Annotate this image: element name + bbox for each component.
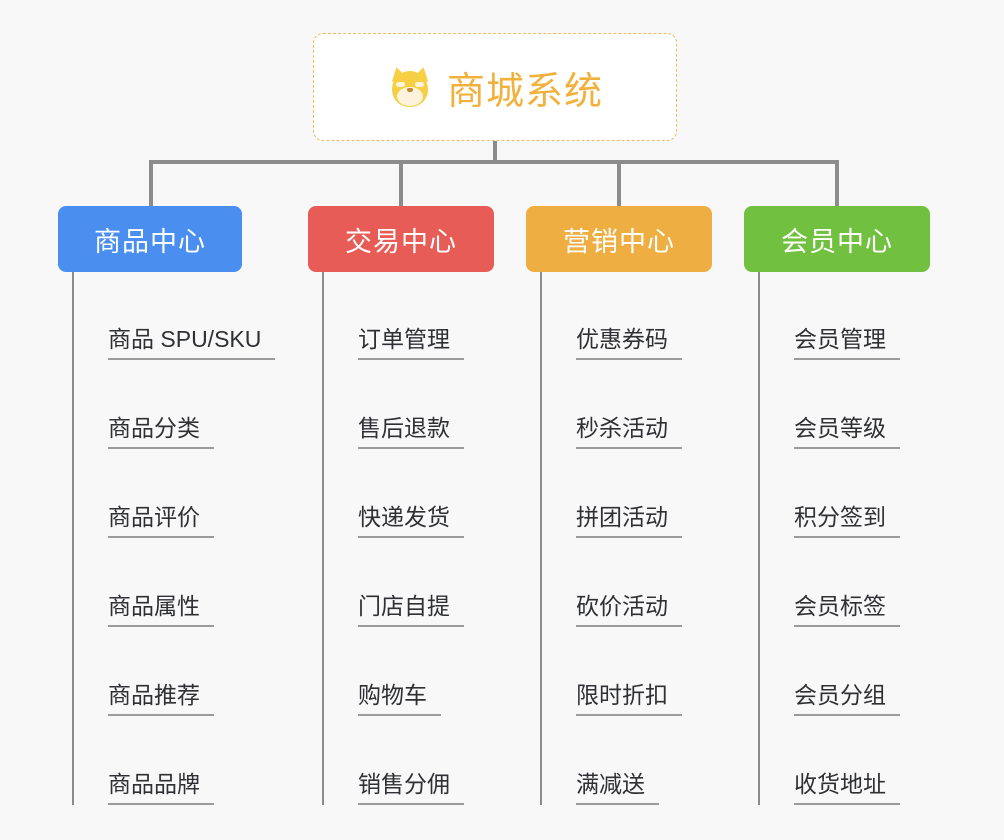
list-item-label: 售后退款 <box>358 415 464 449</box>
branch-member-center: 会员管理 会员等级 积分签到 会员标签 会员分组 收货地址 <box>758 272 956 805</box>
category-column-marketing-center: 营销中心 优惠券码 秒杀活动 拼团活动 砍价活动 限时折扣 <box>526 206 736 805</box>
list-item-label: 会员等级 <box>794 415 900 449</box>
list-item-label: 快递发货 <box>358 504 464 538</box>
root-node[interactable]: 商城系统 <box>313 33 677 141</box>
list-item-label: 门店自提 <box>358 593 464 627</box>
list-item[interactable]: 购物车 <box>324 627 526 716</box>
connector-drop-member-center <box>835 160 839 206</box>
connector-horizontal-bus <box>149 160 837 164</box>
list-item-label: 收货地址 <box>794 771 900 805</box>
list-item[interactable]: 会员标签 <box>760 538 956 627</box>
root-title: 商城系统 <box>446 70 603 113</box>
list-item[interactable]: 限时折扣 <box>542 627 736 716</box>
list-item-label: 秒杀活动 <box>576 415 682 449</box>
list-item-label: 砍价活动 <box>576 593 682 627</box>
branch-trade-center: 订单管理 售后退款 快递发货 门店自提 购物车 销售分佣 <box>322 272 526 805</box>
list-item[interactable]: 商品品牌 <box>74 716 298 805</box>
category-column-product-center: 商品中心 商品 SPU/SKU 商品分类 商品评价 商品属性 商品推荐 <box>58 206 298 805</box>
list-item-label: 优惠券码 <box>576 326 682 360</box>
list-item[interactable]: 砍价活动 <box>542 538 736 627</box>
list-item[interactable]: 商品分类 <box>74 360 298 449</box>
list-item[interactable]: 商品属性 <box>74 538 298 627</box>
connector-drop-product-center <box>149 160 153 206</box>
list-item-label: 商品品牌 <box>108 771 214 805</box>
list-item[interactable]: 订单管理 <box>324 272 526 360</box>
list-item-label: 商品 SPU/SKU <box>108 326 276 360</box>
list-item[interactable]: 积分签到 <box>760 449 956 538</box>
branch-product-center: 商品 SPU/SKU 商品分类 商品评价 商品属性 商品推荐 商品品牌 <box>72 272 298 805</box>
list-item[interactable]: 会员分组 <box>760 627 956 716</box>
list-item-label: 商品评价 <box>108 504 214 538</box>
list-item-label: 拼团活动 <box>576 504 682 538</box>
branch-marketing-center: 优惠券码 秒杀活动 拼团活动 砍价活动 限时折扣 满减送 <box>540 272 736 805</box>
list-item-label: 会员管理 <box>794 326 900 360</box>
category-column-trade-center: 交易中心 订单管理 售后退款 快递发货 门店自提 购物车 <box>308 206 526 805</box>
list-item[interactable]: 商品评价 <box>74 449 298 538</box>
list-item-label: 商品推荐 <box>108 682 214 716</box>
list-item-label: 销售分佣 <box>358 771 464 805</box>
list-item-label: 商品分类 <box>108 415 214 449</box>
category-header-product-center[interactable]: 商品中心 <box>58 206 242 272</box>
connector-root-stem <box>493 141 497 162</box>
list-item[interactable]: 商品推荐 <box>74 627 298 716</box>
list-item[interactable]: 商品 SPU/SKU <box>74 272 298 360</box>
list-item-label: 购物车 <box>358 682 441 716</box>
category-title: 交易中心 <box>345 226 457 257</box>
connector-drop-marketing-center <box>617 160 621 206</box>
category-header-marketing-center[interactable]: 营销中心 <box>526 206 712 272</box>
list-item[interactable]: 收货地址 <box>760 716 956 805</box>
category-header-member-center[interactable]: 会员中心 <box>744 206 930 272</box>
list-item[interactable]: 门店自提 <box>324 538 526 627</box>
list-item[interactable]: 销售分佣 <box>324 716 526 805</box>
category-title: 商品中心 <box>94 226 206 257</box>
list-item[interactable]: 秒杀活动 <box>542 360 736 449</box>
category-title: 营销中心 <box>563 226 675 257</box>
list-item[interactable]: 优惠券码 <box>542 272 736 360</box>
list-item-label: 订单管理 <box>358 326 464 360</box>
category-title: 会员中心 <box>781 226 893 257</box>
category-column-member-center: 会员中心 会员管理 会员等级 积分签到 会员标签 会员分组 <box>744 206 956 805</box>
connector-drop-trade-center <box>399 160 403 206</box>
list-item-label: 限时折扣 <box>576 682 682 716</box>
list-item[interactable]: 售后退款 <box>324 360 526 449</box>
dog-face-icon <box>387 64 433 110</box>
list-item-label: 积分签到 <box>794 504 900 538</box>
list-item[interactable]: 会员等级 <box>760 360 956 449</box>
list-item-label: 会员标签 <box>794 593 900 627</box>
list-item-label: 满减送 <box>576 771 659 805</box>
list-item[interactable]: 快递发货 <box>324 449 526 538</box>
list-item-label: 商品属性 <box>108 593 214 627</box>
list-item[interactable]: 会员管理 <box>760 272 956 360</box>
list-item[interactable]: 拼团活动 <box>542 449 736 538</box>
category-header-trade-center[interactable]: 交易中心 <box>308 206 494 272</box>
list-item[interactable]: 满减送 <box>542 716 736 805</box>
list-item-label: 会员分组 <box>794 682 900 716</box>
